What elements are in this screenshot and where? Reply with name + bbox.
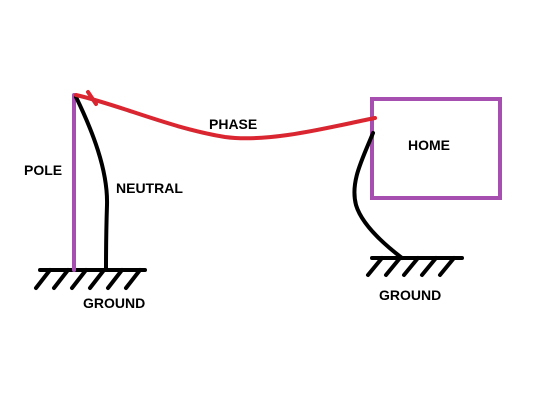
home-neutral-wire bbox=[352, 131, 404, 260]
pole-label: POLE bbox=[24, 162, 62, 178]
ground-label-left: GROUND bbox=[83, 295, 145, 311]
phase-label: PHASE bbox=[209, 116, 257, 132]
ground-symbol-left bbox=[34, 268, 147, 290]
ground-symbol-right bbox=[366, 256, 464, 277]
home-box bbox=[370, 97, 502, 200]
phase-wire-hook bbox=[86, 90, 98, 106]
ground-label-right: GROUND bbox=[379, 287, 441, 303]
neutral-label: NEUTRAL bbox=[116, 180, 183, 196]
neutral-wire bbox=[74, 95, 110, 272]
home-label: HOME bbox=[408, 137, 450, 153]
phase-wire bbox=[74, 93, 377, 141]
